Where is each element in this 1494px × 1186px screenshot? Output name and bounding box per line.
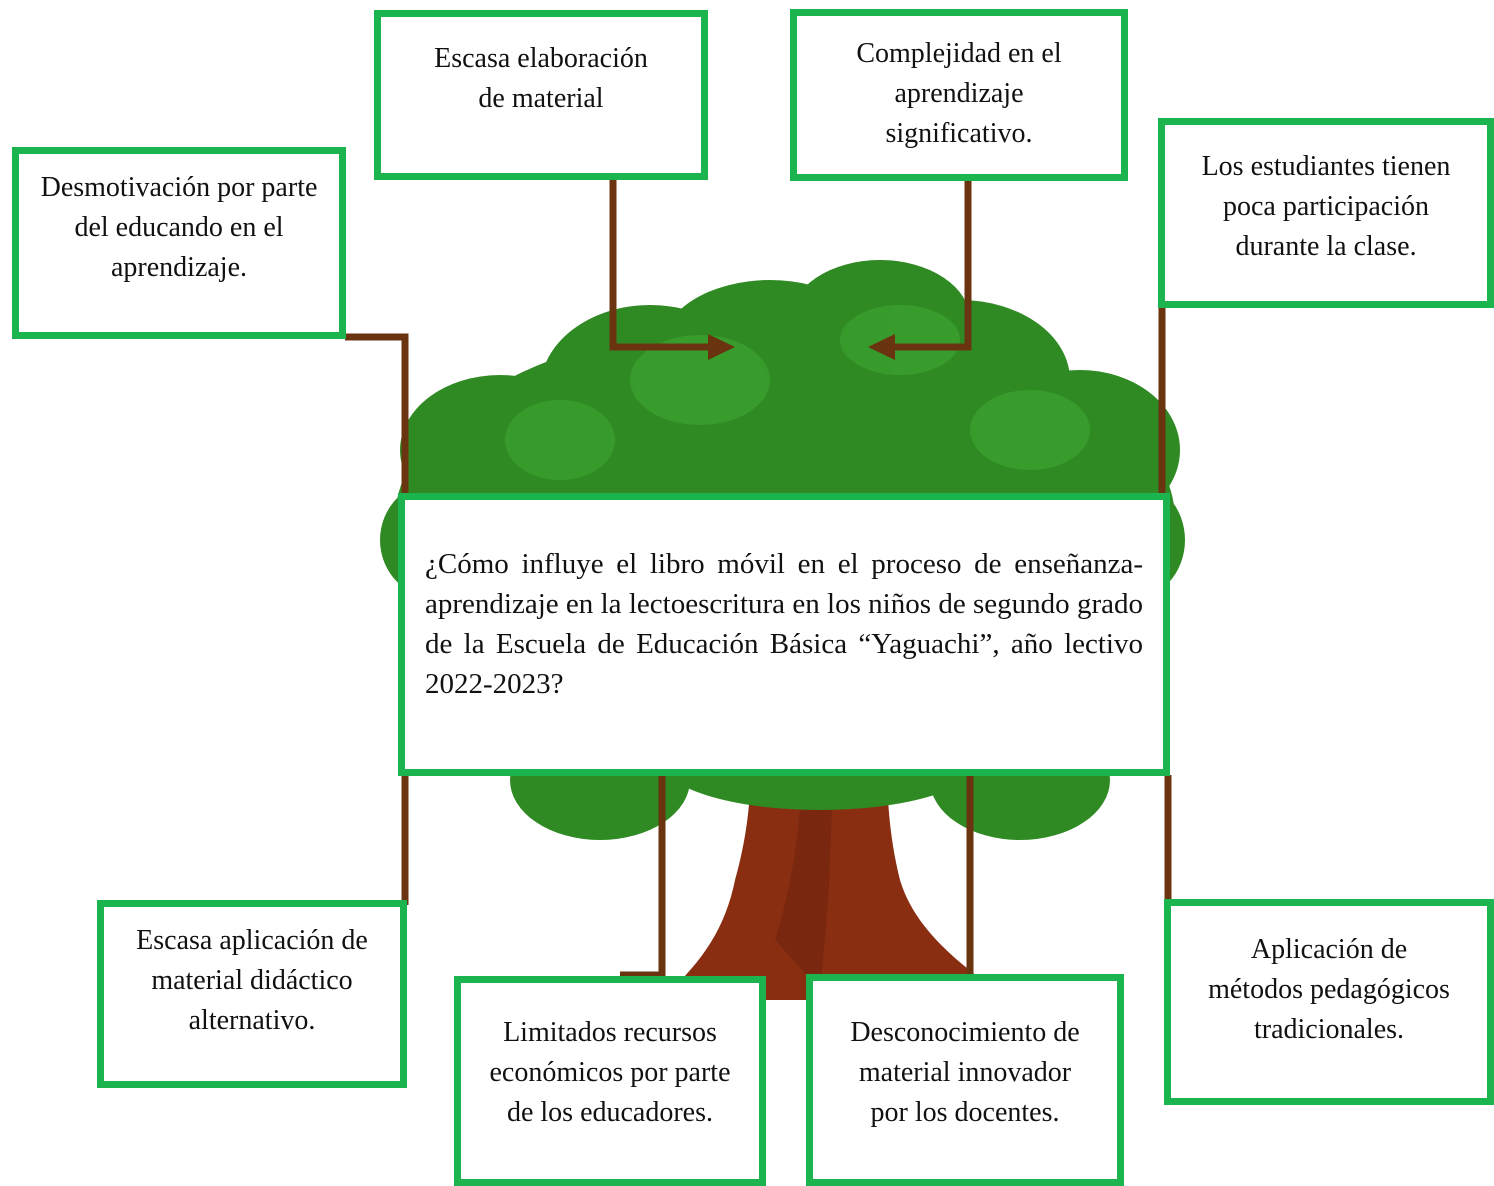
cause-text-metodos-tradicionales: Aplicación de métodos pedagógicos tradic…: [1208, 934, 1450, 1045]
cause-text-escasa-aplicacion: Escasa aplicación de material didáctico …: [136, 925, 368, 1036]
central-problem-text: ¿Cómo influye el libro móvil en el proce…: [425, 548, 1143, 700]
cause-box-desconocimiento: Desconocimiento de material innovador po…: [806, 974, 1124, 1186]
connector-complejidad: [890, 178, 972, 351]
connector-desmotivacion: [345, 333, 409, 500]
tree-trunk: [660, 690, 1010, 1000]
effect-box-desmotivacion: Desmotivación por parte del educando en …: [12, 147, 346, 339]
effect-text-complejidad: Complejidad en el aprendizaje significat…: [856, 38, 1062, 149]
central-problem-box: ¿Cómo influye el libro móvil en el proce…: [398, 493, 1170, 776]
effect-box-complejidad: Complejidad en el aprendizaje significat…: [790, 9, 1128, 181]
arrowhead-right: [708, 334, 735, 360]
tree-foliage-highlights: [505, 305, 1090, 480]
effect-box-escasa-elaboracion: Escasa elaboración de material: [374, 10, 708, 180]
effect-text-escasa-elaboracion: Escasa elaboración de material: [434, 43, 648, 114]
effect-box-poca-participacion: Los estudiantes tienen poca participació…: [1158, 118, 1494, 308]
connector-escasa-elaboracion: [609, 178, 715, 351]
arrowhead-left: [868, 334, 895, 360]
effect-text-poca-participacion: Los estudiantes tienen poca participació…: [1201, 151, 1451, 262]
cause-text-limitados-recursos: Limitados recursos económicos por parte …: [489, 1017, 731, 1128]
cause-box-metodos-tradicionales: Aplicación de métodos pedagógicos tradic…: [1164, 899, 1494, 1105]
effect-text-desmotivacion: Desmotivación por parte del educando en …: [40, 172, 318, 283]
cause-text-desconocimiento: Desconocimiento de material innovador po…: [850, 1017, 1080, 1128]
cause-box-escasa-aplicacion: Escasa aplicación de material didáctico …: [97, 900, 407, 1088]
connector-limitados-recursos: [620, 775, 666, 979]
cause-box-limitados-recursos: Limitados recursos económicos por parte …: [454, 976, 766, 1186]
